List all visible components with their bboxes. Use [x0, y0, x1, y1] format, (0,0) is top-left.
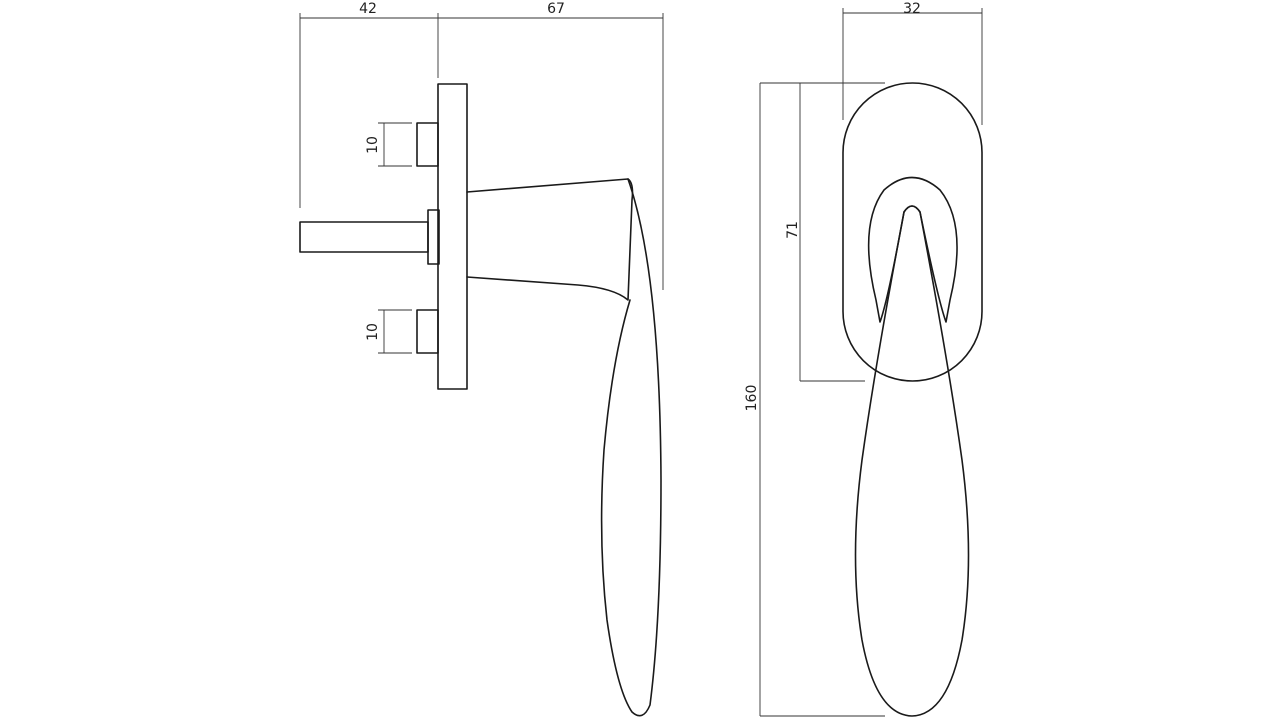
front-dimensions: 32 71 160 [744, 1, 983, 717]
dim-total-height: 160 [744, 385, 760, 412]
dim-handle-projection: 67 [547, 1, 565, 17]
back-plate [437, 83, 468, 390]
rose-plate [842, 82, 983, 382]
dim-rose-width: 32 [903, 1, 921, 17]
side-view [299, 83, 662, 717]
front-view [842, 82, 983, 717]
dim-spindle-length: 42 [359, 1, 377, 17]
handle-lever-front [854, 205, 970, 717]
handle-neck-front [867, 176, 958, 323]
dim-rose-height: 71 [785, 221, 801, 239]
screw-post-top [416, 122, 439, 167]
dim-screw-post-bottom: 10 [365, 323, 381, 341]
screw-post-bottom [416, 309, 439, 354]
side-dimensions: 42 67 10 10 [299, 1, 664, 354]
dim-screw-post-top: 10 [365, 136, 381, 154]
spindle [299, 221, 429, 253]
handle-lever-side [600, 178, 662, 717]
spindle-collar [427, 209, 440, 265]
handle-neck [466, 178, 634, 301]
